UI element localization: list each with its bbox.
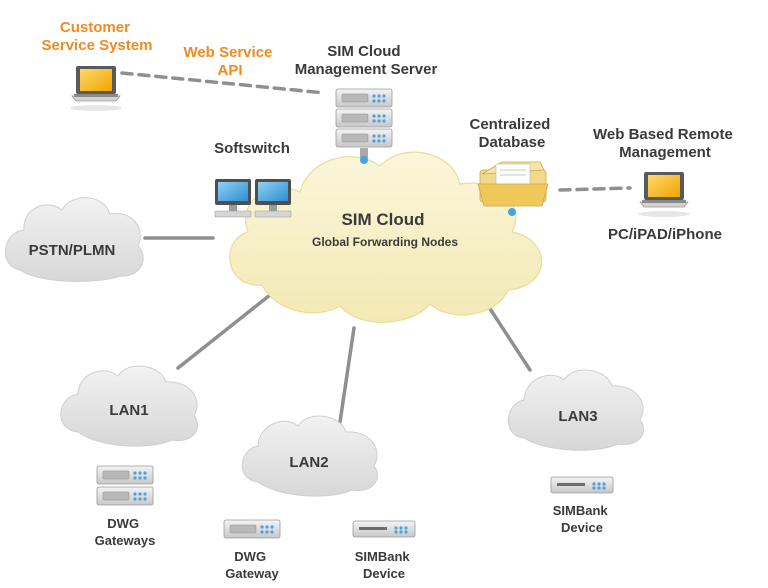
gateway-device-icon xyxy=(223,519,281,539)
sim-cloud-subtitle: Global Forwarding Nodes xyxy=(312,235,458,249)
sim-cloud-title: SIM Cloud xyxy=(341,210,424,229)
simbank-device-label-lan2: SIMBank Device xyxy=(355,549,414,581)
dwg-gateway-label: DWG Gateway xyxy=(225,549,279,581)
pstn-cloud xyxy=(4,197,144,282)
lan2-cloud xyxy=(241,415,379,497)
softswitch-label: Softswitch xyxy=(214,140,290,157)
database-folder-icon xyxy=(477,161,549,216)
customer-service-label: Customer Service System xyxy=(42,19,153,54)
pstn-label: PSTN/PLMN xyxy=(29,242,116,259)
laptop-icon xyxy=(639,171,689,208)
centralized-db-label: Centralized Database xyxy=(469,116,554,151)
connector-cloud-lan3 xyxy=(481,296,532,372)
connector-customer-server xyxy=(120,71,327,95)
connectors xyxy=(120,71,632,424)
pc-ipad-label: PC/iPAD/iPhone xyxy=(608,226,722,243)
sim-cloud-server-label: SIM Cloud Management Server xyxy=(295,43,438,78)
simbank-device-icon xyxy=(550,476,614,494)
lan1-label: LAN1 xyxy=(109,402,148,419)
lan3-cloud xyxy=(507,369,645,451)
dwg-gateways-label: DWG Gateways xyxy=(95,516,156,548)
web-remote-label: Web Based Remote Management xyxy=(593,126,737,161)
laptop-icon xyxy=(71,65,121,102)
simbank-device-label-lan3: SIMBank Device xyxy=(553,503,612,535)
connector-cloud-lan1 xyxy=(176,293,272,370)
simbank-device-icon xyxy=(352,520,416,538)
lan2-label: LAN2 xyxy=(289,454,328,471)
lan1-cloud xyxy=(60,365,199,447)
lan3-label: LAN3 xyxy=(558,408,597,425)
connector-db-remote xyxy=(558,186,632,192)
gateway-device-icon xyxy=(96,465,154,506)
server-rack-icon xyxy=(335,88,393,164)
web-service-api-label: Web Service API xyxy=(183,44,276,79)
connector-cloud-lan2 xyxy=(338,326,356,424)
